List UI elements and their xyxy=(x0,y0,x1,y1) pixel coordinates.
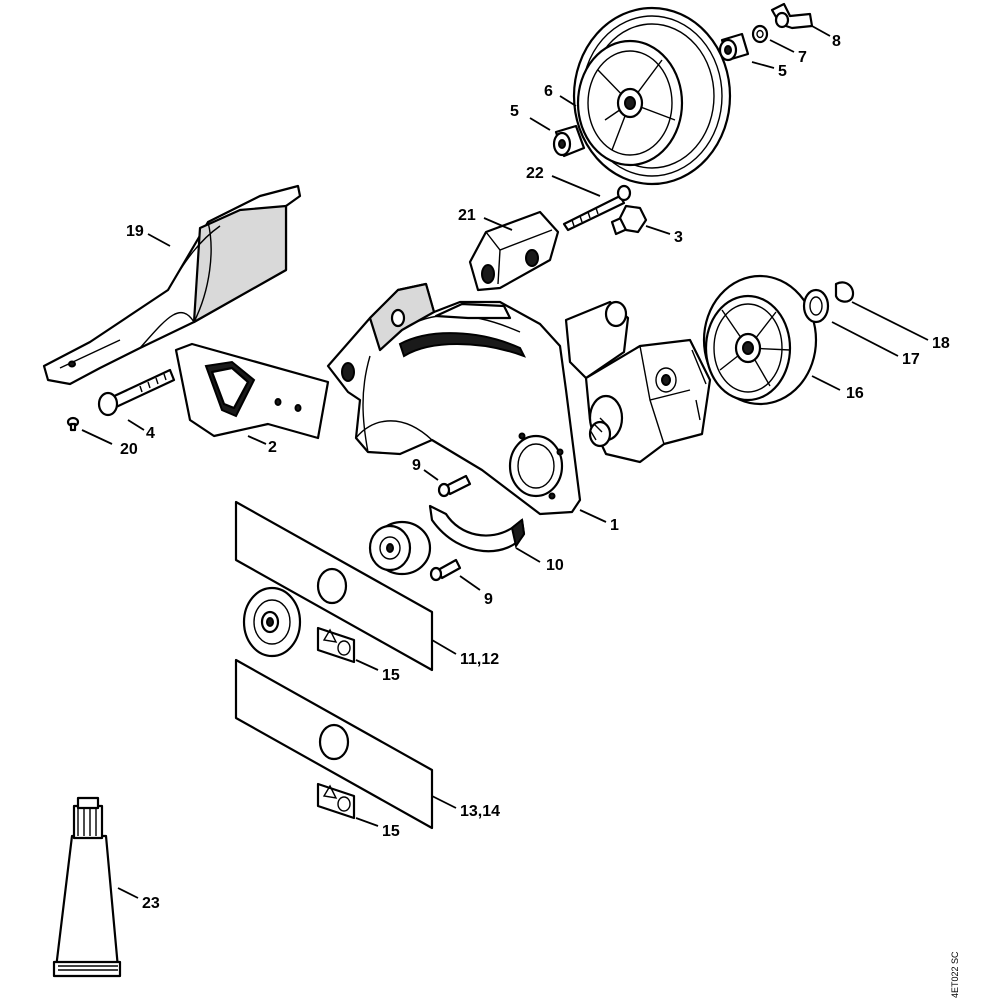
part-23-grease-tube xyxy=(52,796,122,978)
part-15-warning-decal-upper xyxy=(316,626,356,664)
part-2-support-plate xyxy=(174,342,330,440)
part-18-circlip xyxy=(834,281,855,303)
callout-5-middle: 5 xyxy=(510,103,519,120)
part-3-hex-screw xyxy=(610,204,648,236)
drawing-code: 4ET022 SC xyxy=(950,951,960,998)
callout-13-14: 13,14 xyxy=(460,803,500,820)
callout-8: 8 xyxy=(832,33,841,50)
part-15-warning-decal-lower xyxy=(316,782,356,820)
callout-15-lower: 15 xyxy=(382,823,400,840)
part-21-wheel-bracket xyxy=(468,210,560,292)
part-5-bushing-middle xyxy=(552,124,586,158)
callout-18: 18 xyxy=(932,335,950,352)
part-13-14-blade xyxy=(234,658,434,830)
part-20-small-screw xyxy=(66,416,80,432)
callout-22: 22 xyxy=(526,165,544,182)
callout-15-upper: 15 xyxy=(382,667,400,684)
part-22-long-bolt xyxy=(562,184,632,232)
part-8-wing-nut xyxy=(770,2,814,30)
blade-hub-upper xyxy=(368,520,432,576)
callout-10: 10 xyxy=(546,557,564,574)
callout-2: 2 xyxy=(268,439,277,456)
callout-16: 16 xyxy=(846,385,864,402)
callout-21: 21 xyxy=(458,207,476,224)
callout-4: 4 xyxy=(146,425,155,442)
part-17-washer xyxy=(802,288,830,324)
callout-9-upper: 9 xyxy=(412,457,421,474)
part-7-washer xyxy=(751,24,769,44)
callout-11-12: 11,12 xyxy=(460,651,499,668)
part-9-screw-lower xyxy=(429,558,462,582)
callout-labels: 1 2 3 4 5 5 6 7 8 9 9 10 11,12 13,14 15 … xyxy=(120,33,950,912)
callout-5-top: 5 xyxy=(778,63,787,80)
callout-17: 17 xyxy=(902,351,920,368)
part-9-screw-upper xyxy=(437,474,472,498)
callout-20: 20 xyxy=(120,441,138,458)
callout-19: 19 xyxy=(126,223,144,240)
callout-1: 1 xyxy=(610,517,619,534)
part-11-12-blade xyxy=(234,500,434,672)
part-6-large-wheel xyxy=(572,6,732,186)
part-10-half-shield xyxy=(428,504,526,553)
part-16-small-wheel xyxy=(702,274,818,406)
part-5-bushing-top xyxy=(718,32,750,62)
gear-head-assembly xyxy=(564,300,712,464)
leader-lines xyxy=(81,25,929,899)
part-1-main-housing xyxy=(326,282,582,516)
callout-9-lower: 9 xyxy=(484,591,493,608)
callout-3: 3 xyxy=(674,229,683,246)
callout-7: 7 xyxy=(798,49,807,66)
part-4-carriage-bolt xyxy=(97,368,176,417)
callout-23: 23 xyxy=(142,895,160,912)
part-19-blade-guard xyxy=(42,184,302,386)
callout-6: 6 xyxy=(544,83,553,100)
blade-hub-lower xyxy=(242,586,302,658)
